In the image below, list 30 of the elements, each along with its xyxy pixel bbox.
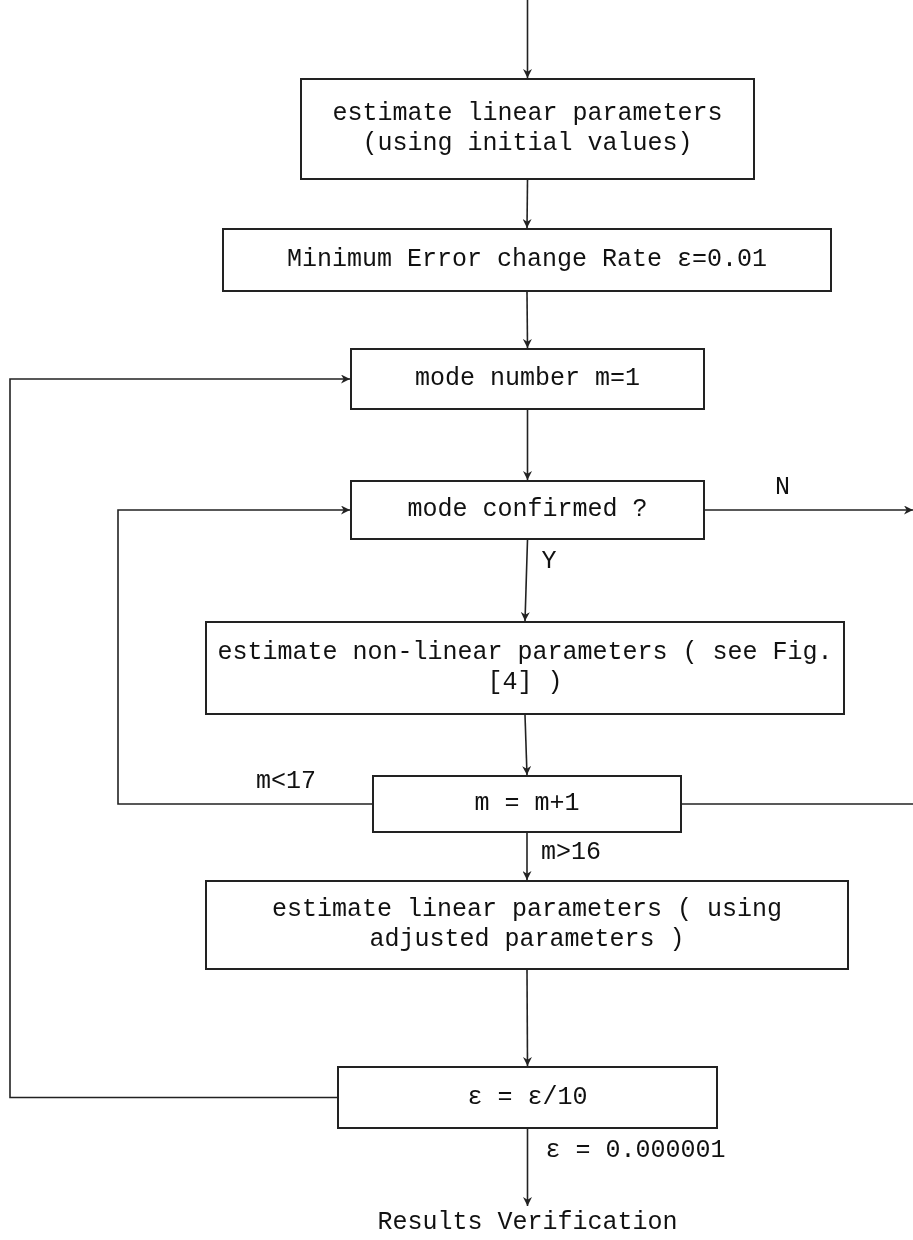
end-label: Results Verification	[300, 1206, 755, 1240]
arrow	[523, 1128, 532, 1207]
arrow	[522, 291, 532, 349]
process-box	[205, 880, 849, 970]
arrow	[523, 409, 532, 481]
box-text: mode number m=1	[413, 364, 641, 394]
box-text: Minimum Error change Rate ε=0.01	[285, 245, 769, 275]
box-text: ε = ε/10	[466, 1082, 589, 1113]
box-text: mode confirmed ?	[406, 495, 649, 525]
arrow	[522, 179, 532, 229]
process-box	[350, 480, 705, 540]
box-text: estimate non-linear parameters ( see Fig.[4] )	[216, 638, 834, 698]
arrow	[522, 832, 532, 881]
process-box	[350, 348, 705, 410]
process-box	[337, 1066, 718, 1129]
arrow	[9, 374, 351, 1099]
process-box	[300, 78, 755, 180]
arrow	[117, 505, 373, 805]
box-text: m = m+1	[473, 789, 581, 819]
box-text: estimate linear parameters ( using adjusted parameters )	[270, 895, 784, 955]
arrow	[523, 0, 532, 79]
process-box	[372, 775, 682, 833]
box-text: estimate linear parameters (using initial values)	[331, 99, 724, 159]
arrow	[522, 969, 532, 1067]
process-box	[205, 621, 845, 715]
arrow	[522, 714, 532, 776]
connector-line	[681, 803, 913, 805]
process-box	[222, 228, 832, 292]
arrow	[704, 505, 913, 515]
arrow	[520, 539, 530, 622]
